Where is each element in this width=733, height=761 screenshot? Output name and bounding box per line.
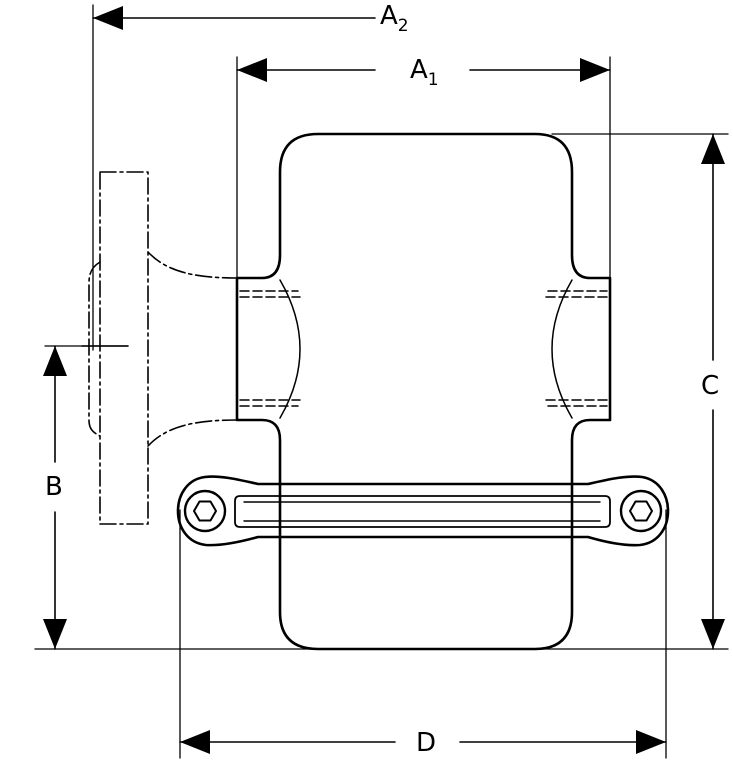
label-a2: A2 xyxy=(380,1,409,36)
strap-outline xyxy=(176,475,670,547)
flange-neck-lower xyxy=(147,419,238,447)
phantom-mounting-flange xyxy=(81,171,238,525)
left-bore-section xyxy=(239,279,301,419)
extension-lines xyxy=(34,4,729,759)
flange-plate xyxy=(99,171,149,525)
right-bore-curve xyxy=(551,279,573,419)
label-d: D xyxy=(416,728,436,758)
right-hex-socket-icon xyxy=(629,500,653,522)
label-a1: A1 xyxy=(410,55,439,90)
clamp-strap xyxy=(176,475,670,547)
left-hex-socket-icon xyxy=(193,500,217,522)
right-socket-bolt xyxy=(619,489,663,533)
flange-neck-upper xyxy=(147,251,238,279)
left-socket-bolt xyxy=(183,489,227,533)
label-c: C xyxy=(701,371,719,401)
right-bore-section xyxy=(545,279,608,419)
housing-outline xyxy=(235,132,612,651)
flange-back-boss xyxy=(88,261,101,437)
label-b: B xyxy=(45,472,63,502)
strap-inner-outline xyxy=(234,495,611,528)
dimension-lines xyxy=(43,5,725,754)
dimension-labels: A2 A1 C B D xyxy=(45,1,719,758)
left-bore-curve xyxy=(279,279,301,419)
